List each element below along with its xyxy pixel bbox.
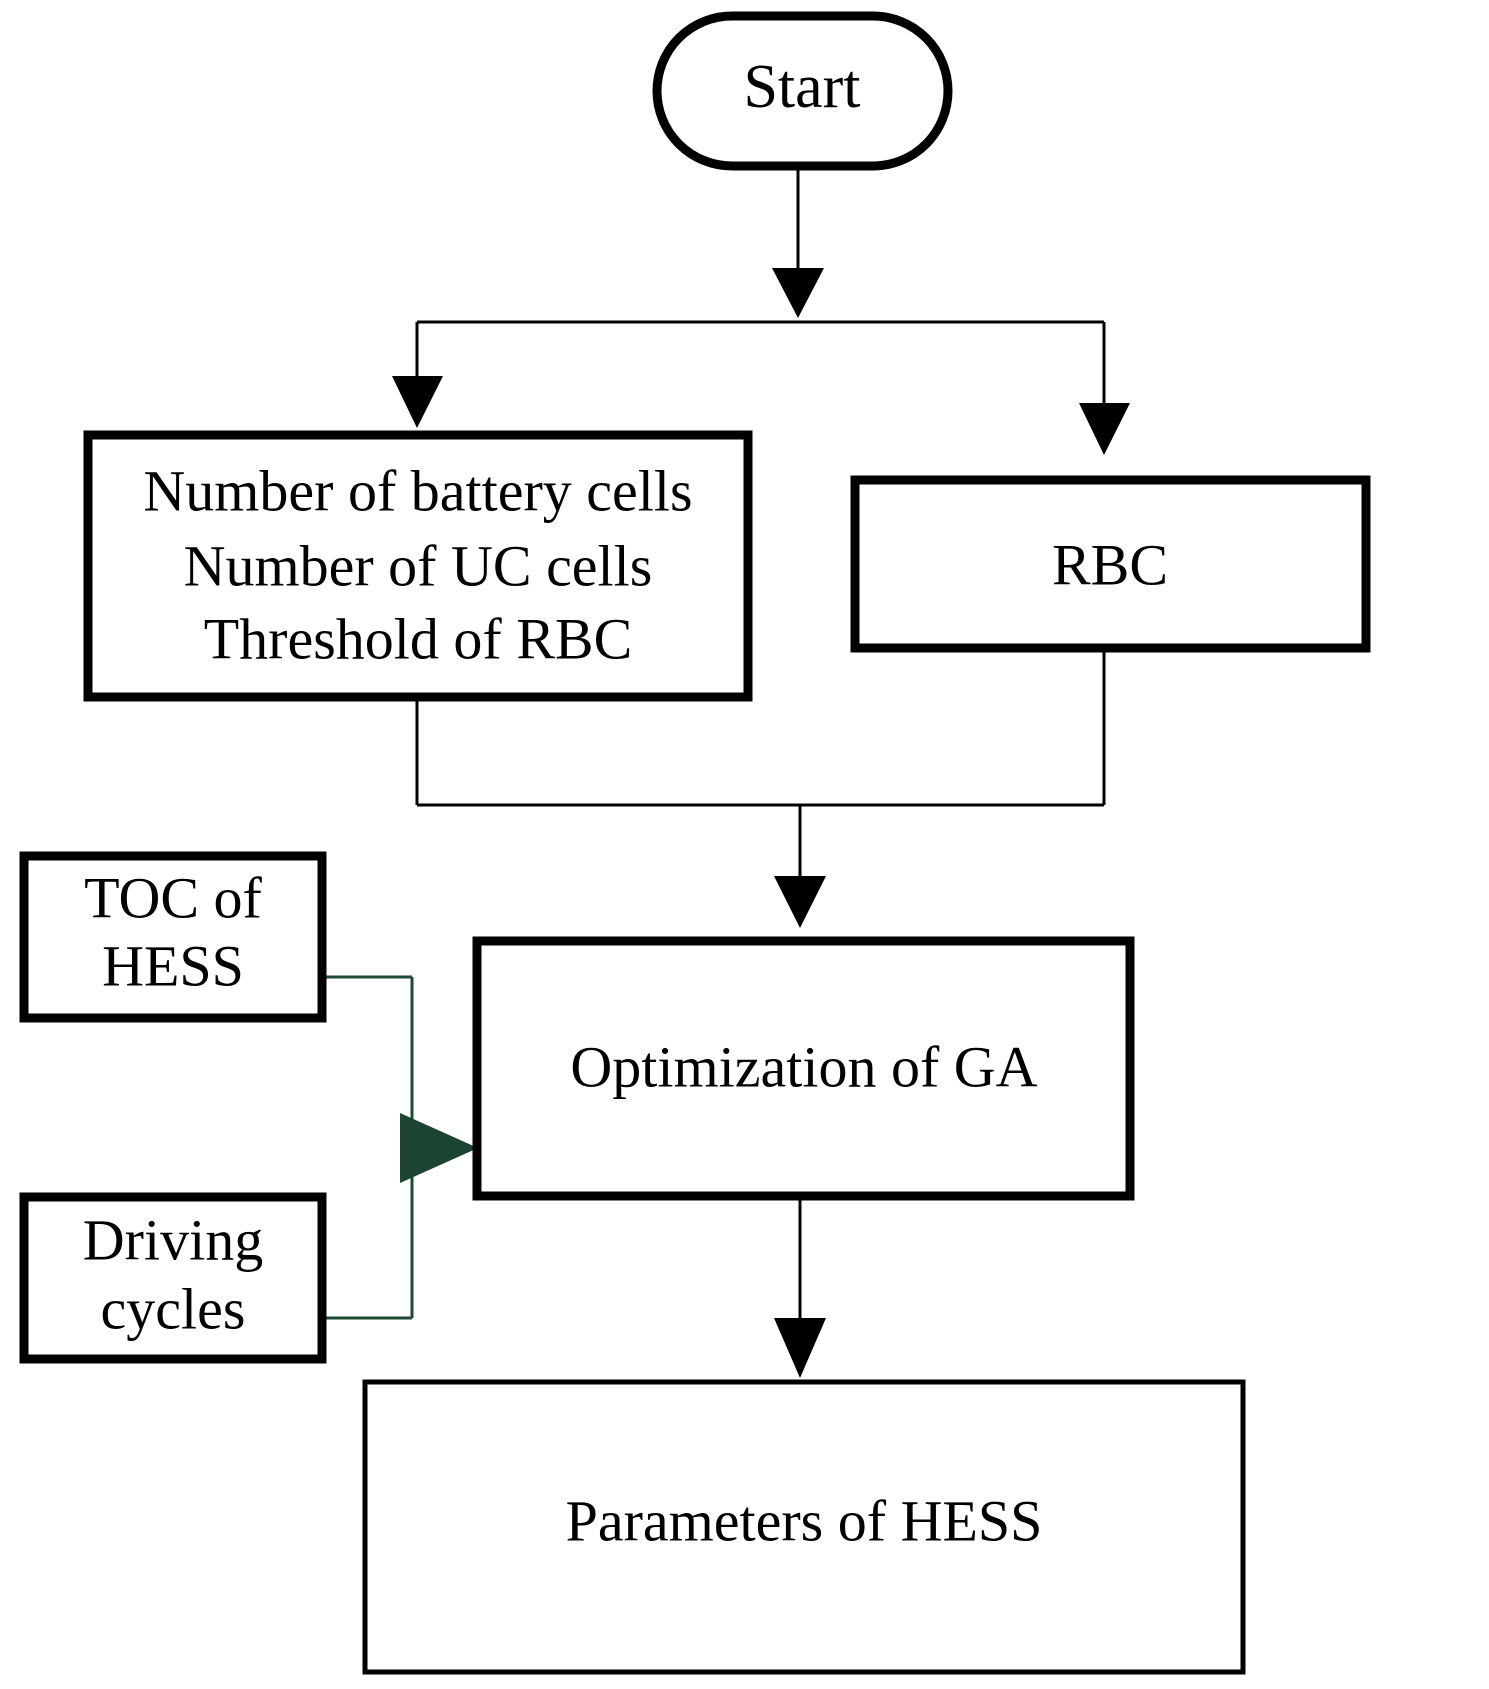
node-output-label: Parameters of HESS: [566, 1488, 1043, 1553]
node-start-label: Start: [743, 53, 860, 121]
edge-optimization-to-output: [774, 1196, 826, 1378]
node-inputs-line1: Number of battery cells: [143, 458, 692, 523]
node-driving-cycles[interactable]: Driving Driving cycles: [19, 1192, 327, 1364]
node-toc-label-line2: HESS: [102, 933, 244, 998]
node-optimization-label: Optimization of GA: [570, 1034, 1037, 1099]
node-inputs-line2: Number of UC cells: [184, 533, 653, 598]
node-optimization-of-ga[interactable]: Optimization of GA: [472, 936, 1135, 1201]
edge-start-to-split: [772, 165, 824, 318]
edge-green-merge: [322, 975, 478, 1320]
node-toc-of-hess[interactable]: TOC of TOC of HESS: [19, 851, 327, 1023]
node-driving-label-line2: cycles: [101, 1276, 246, 1341]
node-rbc[interactable]: RBC: [850, 475, 1371, 653]
node-rbc-label: RBC: [1052, 532, 1168, 597]
edge-merge-bar: [417, 803, 1104, 928]
node-parameters-of-hess[interactable]: Parameters of HESS: [362, 1379, 1246, 1675]
edge-split-bar: [392, 320, 1130, 455]
node-driving-label-line1: Driving: [83, 1207, 263, 1272]
node-start[interactable]: Start: [652, 11, 953, 171]
node-toc-label-line1: TOC of: [84, 865, 262, 930]
node-inputs[interactable]: Number of battery cells Number of UC cel…: [83, 430, 753, 702]
node-inputs-line3: Threshold of RBC: [204, 606, 633, 671]
